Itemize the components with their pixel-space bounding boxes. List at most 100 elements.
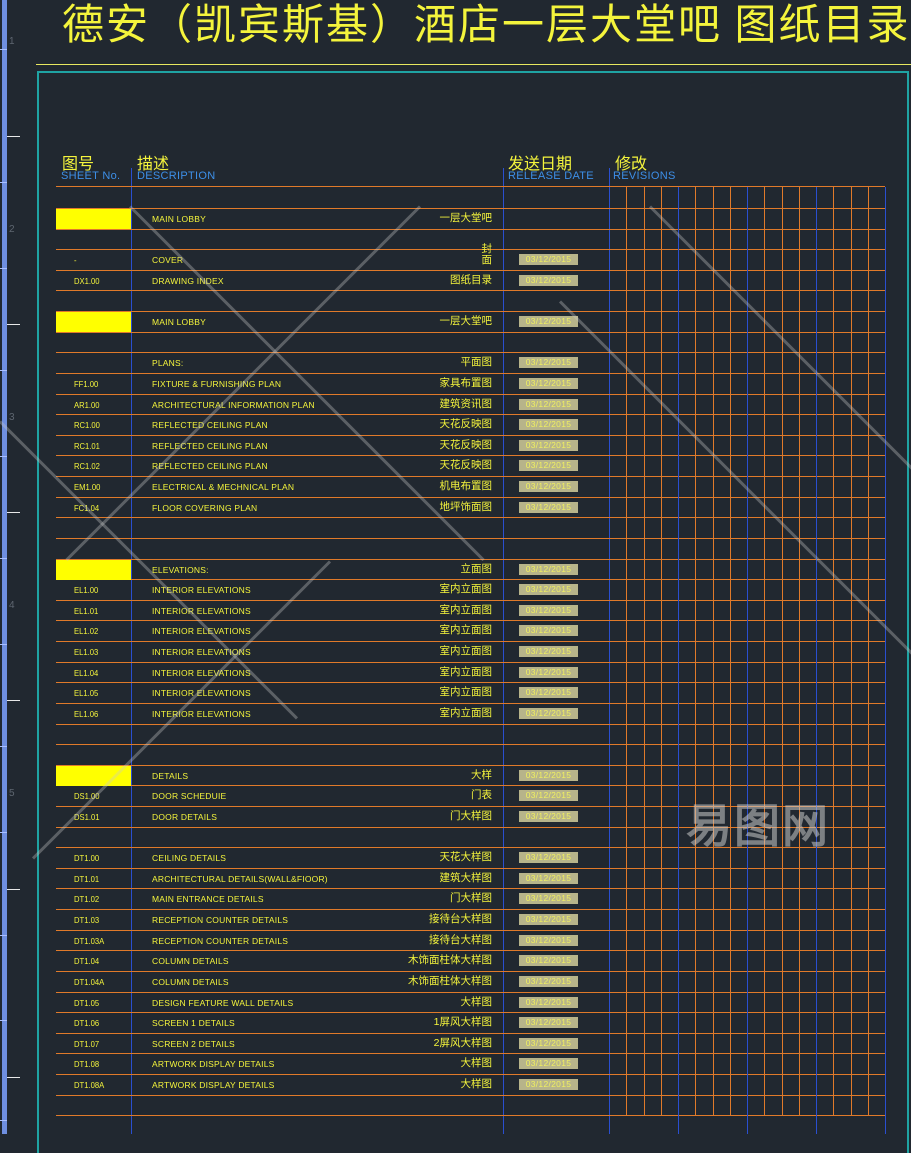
release-date: 03/12/2015 [519,893,578,904]
sheet-number: - [74,255,77,265]
sheet-number: DT1.05 [74,998,100,1008]
row-line [56,827,885,828]
release-date: 03/12/2015 [519,1017,578,1028]
description: COLUMN DETAILS [152,956,229,966]
description-cn: 大样图 [460,1057,493,1069]
description: ELEVATIONS: [152,565,209,575]
row-line [56,1074,885,1075]
ruler-number: 4 [9,600,15,611]
section-row: ELEVATIONS: 立面图 03/12/2015 [56,559,885,580]
row-line [56,950,885,951]
ruler-tick [7,889,20,890]
description-cn: 门大样图 [450,810,492,822]
description: DRAWING INDEX [152,276,224,286]
description: ARTWORK DISPLAY DETAILS [152,1059,275,1069]
row-line [56,600,885,601]
release-date: 03/12/2015 [519,873,578,884]
description: RECEPTION COUNTER DETAILS [152,915,289,925]
row-line [56,909,885,910]
release-date: 03/12/2015 [519,852,578,863]
description-cn: 立面图 [460,563,493,575]
sheet-number: DT1.03A [74,936,105,946]
description-cn: 天花大样图 [439,851,493,863]
release-date: 03/12/2015 [519,770,578,781]
row-line [56,992,885,993]
description: COLUMN DETAILS [152,977,229,987]
sheet-number: DT1.08A [74,1080,105,1090]
release-date: 03/12/2015 [519,646,578,657]
revision-column-line [695,187,696,1115]
row-line [56,414,885,415]
description-cn: 地坪饰面图 [439,501,493,513]
ruler-tick [7,512,20,513]
ruler-minor-tick [0,1120,7,1121]
release-date: 03/12/2015 [519,564,578,575]
release-date: 03/12/2015 [519,316,578,327]
description-cn: 室内立面图 [439,604,493,616]
sheet-number: DT1.03 [74,915,100,925]
ruler-tick [7,1077,20,1078]
description-cn: 1屏风大样图 [433,1016,492,1028]
release-date: 03/12/2015 [519,625,578,636]
ruler-minor-tick [0,746,7,747]
sheet-number: DT1.08 [74,1059,100,1069]
row-line [56,682,885,683]
revision-column-line [885,187,886,1134]
release-date: 03/12/2015 [519,481,578,492]
row-line [56,311,885,312]
release-date: 03/12/2015 [519,254,578,265]
sheet-number: DT1.07 [74,1039,100,1049]
description-cn: 一层大堂吧 [439,212,493,224]
ruler-minor-tick [0,182,7,183]
table-row [56,229,885,249]
sheet-number: EL1.05 [74,688,99,698]
header-date-cn: 发送日期 [508,156,573,173]
description: SCREEN 1 DETAILS [152,1018,235,1028]
row-line [56,971,885,972]
sheet-number: DT1.01 [74,874,100,884]
release-date: 03/12/2015 [519,708,578,719]
revision-column-line [782,187,783,1115]
revision-column-line [644,187,645,1115]
sheet-number: EL1.01 [74,606,99,616]
row-line [56,868,885,869]
revision-column-line [851,187,852,1115]
ruler-tick [7,324,20,325]
row-line [56,620,885,621]
description: MAIN LOBBY [152,317,206,327]
row-line [56,332,885,333]
ruler-minor-tick [0,832,7,833]
ruler-minor-tick [0,935,7,936]
description: ARTWORK DISPLAY DETAILS [152,1080,275,1090]
row-line [56,641,885,642]
row-line [56,455,885,456]
row-line [56,579,885,580]
description-cn: 大样图 [460,1078,493,1090]
row-line [56,847,885,848]
release-date: 03/12/2015 [519,275,578,286]
ruler-minor-tick [0,1020,7,1021]
description: MAIN ENTRANCE DETAILS [152,894,264,904]
row-line [56,1012,885,1013]
release-date: 03/12/2015 [519,460,578,471]
sheet-number: RC1.00 [74,420,100,430]
sheet-number: DS1.00 [74,791,100,801]
row-line [56,1033,885,1034]
header-date-en: RELEASE DATE [508,170,594,182]
description-cn: 天花反映图 [439,439,493,451]
release-date: 03/12/2015 [519,399,578,410]
ruler-number: 3 [9,412,15,423]
revision-column-line [816,187,817,1134]
drawing-title: 德安（凯宾斯基）酒店一层大堂吧 图纸目录 [62,3,911,49]
ruler-minor-tick [0,370,7,371]
description: FIXTURE & FURNISHING PLAN [152,379,282,389]
